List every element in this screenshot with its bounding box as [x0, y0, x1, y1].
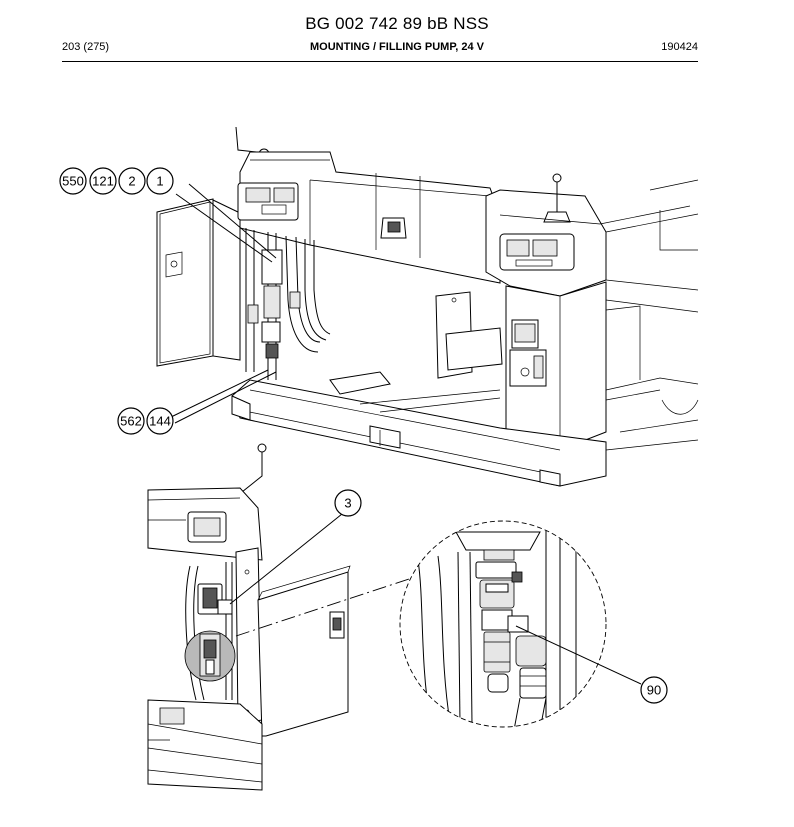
section-title: MOUNTING / FILLING PUMP, 24 V: [310, 41, 484, 53]
svg-text:121: 121: [92, 174, 114, 189]
svg-text:2: 2: [128, 174, 135, 189]
callout-562: 562: [117, 407, 145, 435]
callout-550: 550: [59, 167, 87, 195]
leader-line-90: [515, 625, 642, 685]
callout-90: 90: [640, 676, 668, 704]
upper-leader-lines: [168, 183, 277, 424]
page-count: 203 (275): [62, 41, 110, 53]
detail-projection-line: [235, 577, 413, 637]
svg-text:90: 90: [647, 683, 661, 698]
callout-144: 144: [146, 407, 174, 435]
svg-text:550: 550: [62, 174, 84, 189]
detail-view-frame: [399, 520, 607, 728]
callout-2: 2: [118, 167, 146, 195]
svg-text:562: 562: [120, 414, 142, 429]
date-code: 190424: [661, 41, 698, 53]
callout-1: 1: [146, 167, 174, 195]
header-rule: [62, 61, 698, 62]
callout-121: 121: [89, 167, 117, 195]
svg-text:144: 144: [149, 414, 171, 429]
svg-text:1: 1: [156, 174, 163, 189]
callout-3: 3: [334, 489, 362, 517]
lower-left-assembly-drawing: [147, 443, 351, 791]
svg-text:3: 3: [344, 496, 351, 511]
upper-assembly-drawing: [156, 126, 699, 487]
leader-line-3: [229, 513, 343, 605]
document-title: BG 002 742 89 bB NSS: [305, 14, 489, 33]
detail-view-drawing: [400, 521, 606, 727]
